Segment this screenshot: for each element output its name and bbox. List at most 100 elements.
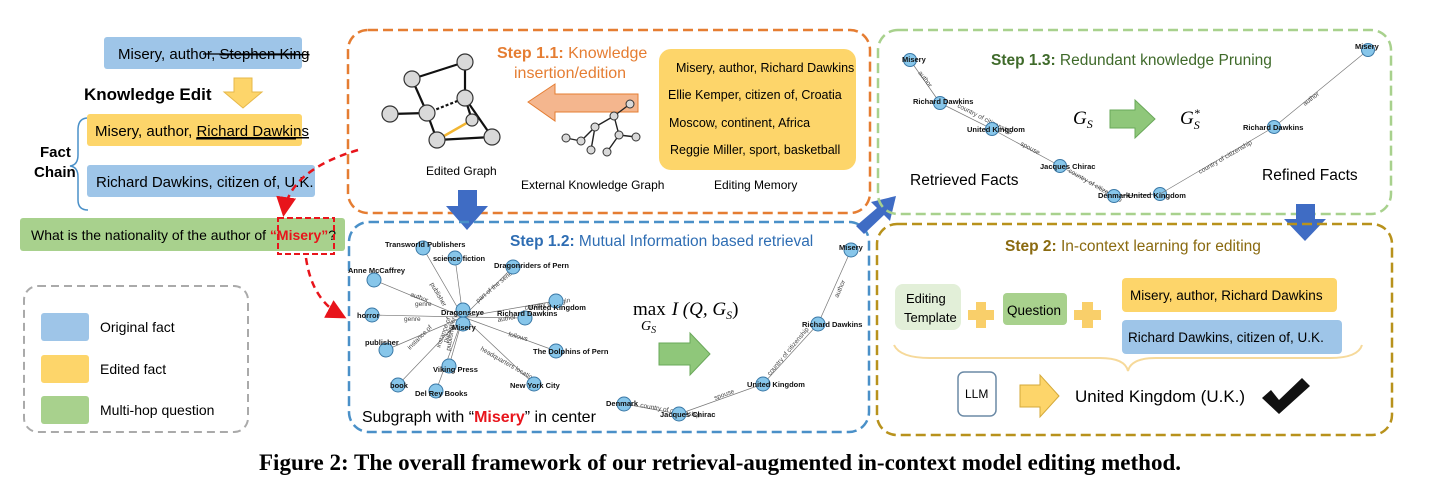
svg-text:Viking Press: Viking Press [433, 365, 478, 374]
svg-text:Del Rey Books: Del Rey Books [415, 389, 468, 398]
retrieved-facts-label: Retrieved Facts [910, 172, 1019, 189]
knowledge-edit-label: Knowledge Edit [84, 85, 212, 104]
fact-chain-label-2: Chain [34, 164, 76, 181]
svg-text:Dragonseye: Dragonseye [441, 308, 484, 317]
step2-title: Step 2: In-context learning for editing [1005, 238, 1261, 255]
memory-item-4: Reggie Miller, sport, basketball [670, 143, 840, 157]
node-publisher [378, 342, 394, 358]
svg-text:Jacques Chirac: Jacques Chirac [1040, 162, 1095, 171]
memory-item-3: Moscow, continent, Africa [669, 116, 810, 130]
question-chip-label: Question [1007, 303, 1061, 318]
svg-text:Dragonriders of Pern: Dragonriders of Pern [494, 261, 569, 270]
svg-text:The Dolphins of Pern: The Dolphins of Pern [533, 347, 609, 356]
step13-panel [876, 28, 1393, 216]
legend-swatch-original [41, 313, 89, 341]
node-misery [455, 316, 471, 332]
svg-text:publisher: publisher [445, 323, 457, 351]
svg-text:follows: follows [507, 331, 529, 343]
step2-fact2-box [1122, 320, 1342, 354]
legend-edited-label: Edited fact [100, 361, 166, 377]
step2-fact1-text: Misery, author, Richard Dawkins [1130, 288, 1323, 303]
svg-text:instance of: instance of [406, 324, 433, 351]
question-box [20, 218, 345, 251]
subgraph-node-labels: Transworld Publishers science fiction Dr… [348, 240, 609, 398]
svg-text:headquarters location: headquarters location [479, 346, 537, 384]
llm-icon [957, 371, 997, 417]
template-label-2: Template [904, 310, 957, 325]
node-dragonriders [505, 259, 521, 275]
question-chip [1003, 293, 1067, 325]
svg-text:author: author [916, 70, 933, 89]
red-arrow-to-subgraph [304, 257, 347, 319]
step13-right-edge-labels: author country of citizenship [1198, 90, 1322, 176]
node-delrey [428, 383, 444, 399]
node-horror [364, 307, 380, 323]
step2-panel [875, 222, 1394, 437]
svg-text:genre: genre [404, 316, 421, 323]
svg-text:Transworld Publishers: Transworld Publishers [385, 240, 465, 249]
svg-text:United Kingdom: United Kingdom [747, 380, 805, 389]
svg-text:Denmark: Denmark [1098, 191, 1131, 200]
node-transworld [415, 240, 431, 256]
legend-question-label: Multi-hop question [100, 402, 214, 418]
step11-panel [346, 28, 872, 215]
svg-text:genre: genre [415, 301, 432, 308]
gs-star-symbol: G*S [1180, 106, 1200, 132]
path12-node-labels: Misery Richard Dawkins United Kingdom Ja… [606, 243, 864, 419]
original-fact-box [104, 37, 302, 69]
step12-formula-sub: GS [641, 319, 656, 336]
step12-panel [347, 220, 871, 434]
svg-text:Richard Dawkins: Richard Dawkins [802, 320, 862, 329]
blue-down-arrow-icon-2 [1284, 204, 1326, 241]
edited-graph-label: Edited Graph [426, 164, 497, 178]
chain-fact2-box [87, 165, 315, 197]
down-arrow-icon [222, 77, 264, 109]
step2-fact1-box [1122, 278, 1337, 312]
svg-text:book: book [390, 381, 409, 390]
svg-text:United Kingdom: United Kingdom [1128, 191, 1186, 200]
svg-text:Richard Dawkins: Richard Dawkins [913, 97, 973, 106]
llm-label: LLM [965, 387, 988, 401]
svg-text:United Kingdom: United Kingdom [967, 125, 1025, 134]
step2-brace [893, 344, 1363, 372]
legend-original-label: Original fact [100, 319, 175, 335]
fact-chain-brace [69, 117, 89, 211]
template-label-1: Editing [906, 291, 946, 306]
node-book [390, 377, 406, 393]
memory-label: Editing Memory [714, 178, 797, 192]
svg-text:New York City: New York City [510, 381, 561, 390]
svg-text:Misery: Misery [839, 243, 864, 252]
subgraph-nodes [364, 240, 564, 399]
svg-text:Denmark: Denmark [606, 399, 639, 408]
svg-text:country of citizenship: country of citizenship [1198, 139, 1254, 176]
node-science-fiction [447, 250, 463, 266]
step11-title-line2: insertion/edition [514, 65, 626, 82]
step12-title: Step 1.2: Mutual Information based retri… [510, 233, 813, 250]
question-text: What is the nationality of the author of… [31, 227, 336, 243]
svg-text:spouse: spouse [713, 388, 735, 402]
svg-text:Richard Dawkins: Richard Dawkins [497, 309, 557, 318]
green-arrow-icon-12 [658, 331, 711, 377]
yellow-arrow-icon [1019, 373, 1060, 419]
svg-text:spouse: spouse [1019, 141, 1041, 157]
svg-text:author: author [1302, 90, 1321, 107]
step13-title: Step 1.3: Redundant knowledge Pruning [991, 52, 1272, 69]
legend-swatch-question [41, 396, 89, 424]
node-nyc [526, 376, 542, 392]
subgraph-edge-labels: publisher genre author part of the serie… [404, 268, 571, 384]
step12-caption: Subgraph with “Misery” in center [362, 409, 597, 426]
path12-edges [623, 249, 852, 415]
svg-text:United Kingdom: United Kingdom [528, 303, 586, 312]
svg-text:author: author [497, 314, 517, 324]
svg-text:Misery: Misery [902, 55, 927, 64]
editing-template-box [895, 284, 961, 330]
svg-text:Misery: Misery [1355, 42, 1380, 51]
checkmark-icon [1262, 378, 1310, 414]
legend-box [23, 285, 249, 433]
editing-memory-box [659, 49, 856, 170]
svg-text:Jacques Chirac: Jacques Chirac [660, 410, 715, 419]
figure-caption: Figure 2: The overall framework of our r… [259, 450, 1181, 475]
